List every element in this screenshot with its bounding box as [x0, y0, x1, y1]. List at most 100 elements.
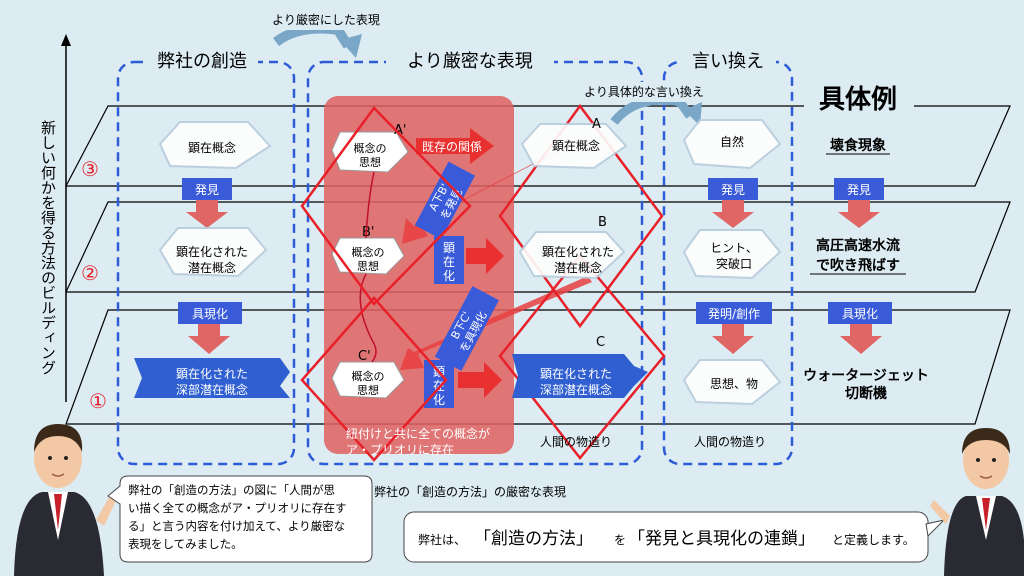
col4-mid-piece — [682, 229, 782, 280]
col4-top-piece — [682, 119, 782, 170]
manifest-1-char-3: 化 — [443, 269, 455, 283]
concrete-note-bg — [576, 82, 712, 102]
strict-title: より厳密な表現 — [407, 51, 533, 72]
col3-label-a: A — [592, 117, 601, 132]
speech-left-line-3: る」と言う内容を付け加えて、より厳密な — [128, 519, 345, 533]
level-1-label: ① — [89, 389, 107, 413]
red-diamond-2 — [300, 296, 448, 462]
col5-embody-button — [828, 302, 892, 324]
col2-concept-a-label-1: 概念の — [354, 141, 387, 155]
red-diamond-4 — [498, 254, 666, 460]
strict-title-bg — [386, 46, 554, 74]
red-diamond-1 — [300, 106, 472, 306]
col4-top-label: 自然 — [720, 134, 744, 149]
rephrase-title-bg — [680, 46, 776, 74]
col1-discover-button — [182, 178, 232, 200]
left-presenter-figure — [14, 424, 118, 576]
col1-embody-label: 具現化 — [192, 307, 228, 321]
left-speech-bubble — [107, 475, 373, 563]
example-title: 具体例 — [819, 85, 897, 115]
diagram-caption: 弊社の「創造の方法」の厳密な表現 — [374, 484, 566, 499]
existing-relation-label: 既存の関係 — [422, 140, 482, 154]
col3-mid-label-1: 顕在化された — [542, 245, 614, 259]
manifest-1-char-1: 顕 — [443, 241, 455, 255]
col5-bottom-label-1: ウォータージェット — [803, 368, 929, 384]
col2-label-b: B' — [362, 225, 375, 240]
col4-invent-button — [696, 302, 772, 324]
manifest-2-char-3: 化 — [433, 393, 445, 407]
speech-left-line-2: い描く全ての概念がア・プリオリに存在す — [128, 501, 347, 515]
col5-embody-label: 具現化 — [842, 307, 878, 321]
col1-mid-label-1: 顕在化された — [176, 245, 248, 259]
col4-mid-label-2: 突破口 — [716, 256, 752, 271]
speech-right-q1: 「創造の方法」 — [474, 529, 593, 549]
col4-discover-button — [708, 178, 758, 200]
col2-concept-c-label-2: 思想 — [357, 383, 379, 397]
col2-concept-c — [331, 361, 405, 399]
col3-bottom-label-2: 深部潜在概念 — [540, 382, 612, 397]
top-note: より厳密にした表現 — [272, 12, 380, 27]
speech-right-pre: 弊社は、 — [418, 532, 466, 547]
col1-bottom-label-2: 深部潜在概念 — [176, 382, 248, 397]
col2-concept-a-label-2: 思想 — [359, 155, 381, 169]
top-curved-arrow — [273, 23, 353, 49]
col2-footer-1: 紐付けと共に全ての概念が — [346, 426, 490, 441]
col4-arrow-1 — [712, 200, 754, 228]
manifest-arrow-1 — [466, 238, 504, 274]
col3-label-c: C — [596, 335, 605, 350]
col1-arrow-2 — [188, 324, 230, 354]
top-curved-arrowhead — [340, 34, 362, 58]
col2-label-a: A' — [394, 123, 406, 138]
concrete-curved-arrow — [610, 95, 694, 125]
col5-mid-label-1: 高圧高速水流 — [816, 237, 900, 254]
concrete-note: より具体的な言い換え — [584, 84, 704, 99]
top-note-bg — [252, 8, 400, 30]
col1-mid-piece — [158, 227, 268, 278]
col1-arrow-1 — [186, 200, 228, 228]
company-title: 弊社の創造 — [157, 51, 247, 72]
red-diamond-3 — [498, 103, 664, 329]
col3-mid-piece — [518, 231, 626, 280]
manifest-1-char-2: 在 — [443, 255, 455, 269]
concrete-curved-arrowhead — [684, 102, 702, 126]
col5-mid-label-2: で吹き飛ばす — [816, 257, 900, 274]
col2-link-curve — [359, 171, 377, 363]
col5-top-label: 壊食現象 — [830, 137, 886, 154]
col1-discover-label: 発見 — [195, 183, 219, 197]
rephrase-title: 言い換え — [692, 51, 764, 72]
speech-left-line-1: 弊社の「創造の方法」の図に「人間が思 — [128, 483, 335, 497]
col5-arrow-1 — [838, 200, 880, 228]
right-speech-bubble — [403, 511, 929, 563]
col5-discover-label: 発見 — [847, 183, 871, 197]
right-speech-tail — [925, 519, 946, 538]
example-title-bg — [804, 80, 914, 114]
diagonal-arrow-1 — [402, 134, 590, 244]
col4-footer: 人間の物造り — [694, 435, 766, 449]
col5-discover-button — [834, 178, 884, 200]
col3-mid-label-2: 潜在概念 — [554, 260, 602, 275]
col2-label-c: C' — [358, 349, 371, 364]
col2-footer-2: ア・プリオリに存在 — [346, 443, 454, 457]
company-title-bg — [146, 46, 258, 74]
col4-discover-label: 発見 — [721, 183, 745, 197]
company-section-box — [116, 60, 296, 466]
speech-right-mid: を — [614, 533, 626, 547]
col5-bottom-label-2: 切断機 — [845, 385, 887, 402]
col4-bottom-label: 思想、物 — [710, 376, 758, 391]
speech-right-post: と定義します。 — [832, 532, 915, 547]
axis-arrowhead — [61, 34, 71, 46]
speech-right-q2: 「発見と具現化の連鎖」 — [628, 529, 815, 549]
manifest-arrow-2 — [458, 362, 502, 398]
col1-mid-label-2: 潜在概念 — [188, 260, 236, 275]
existing-relation-arrow — [416, 128, 494, 164]
plane-level-2 — [65, 201, 1011, 293]
level-3-label: ③ — [81, 157, 99, 181]
col2-concept-b-label-2: 思想 — [357, 259, 379, 273]
col3-label-b: B — [598, 215, 607, 230]
speech-left-line-4: 表現をしてみました。 — [128, 537, 243, 551]
col4-mid-label-1: ヒント、 — [710, 241, 758, 255]
level-2-label: ② — [81, 261, 99, 285]
col4-arrow-2 — [712, 324, 754, 354]
